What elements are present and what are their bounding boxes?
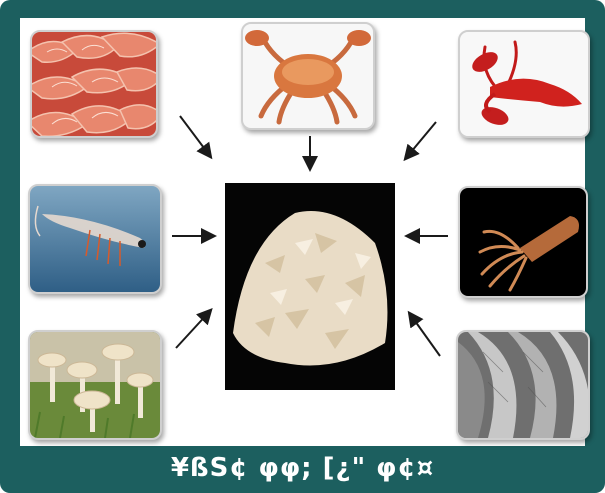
- caption: ¥ßS¢ φφ; [¿" φ¢¤: [0, 448, 605, 488]
- fish-image: [456, 330, 590, 440]
- mushrooms-image: [28, 330, 162, 440]
- lobster-image: [458, 30, 590, 138]
- krill-image: [28, 184, 162, 294]
- crab-image: [241, 22, 375, 130]
- squid-image: [458, 186, 588, 298]
- shrimp-image: [30, 30, 158, 138]
- chitin-flakes-image: [225, 183, 395, 390]
